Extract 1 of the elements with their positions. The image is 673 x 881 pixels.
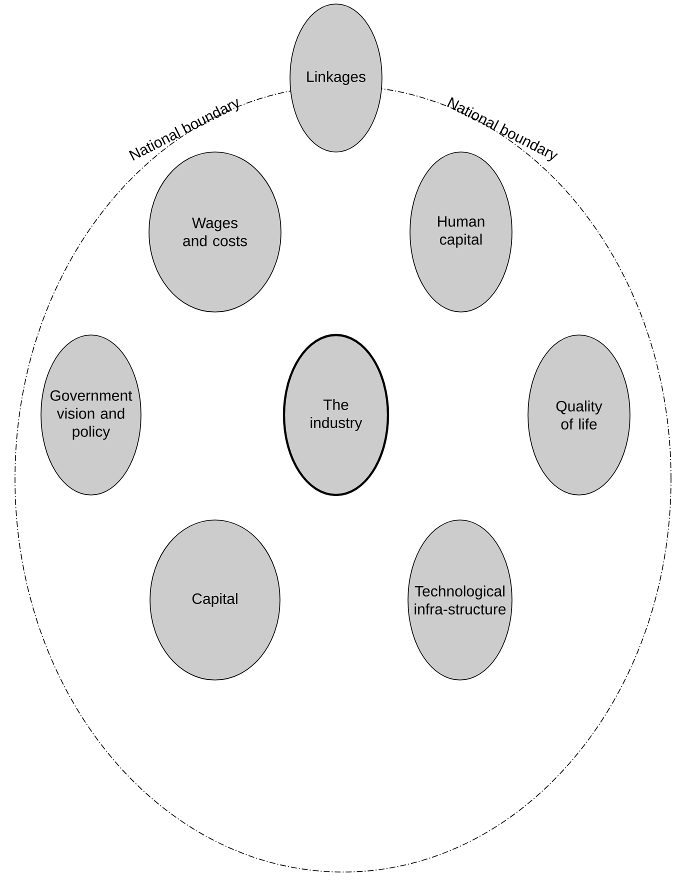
boundary-ellipse: [14, 86, 672, 872]
